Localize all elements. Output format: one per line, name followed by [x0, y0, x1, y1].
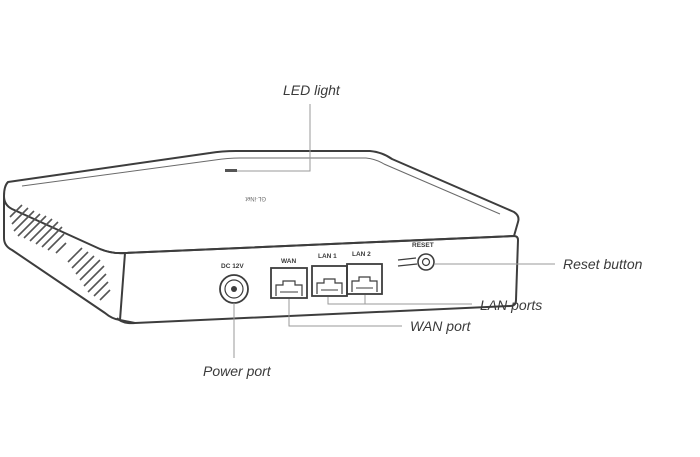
led-light-callout: LED light: [283, 82, 341, 98]
wan-port-callout: WAN port: [410, 318, 472, 334]
reset-button: RESET: [397, 242, 435, 271]
lan1-port: LAN 1: [311, 253, 348, 297]
lan2-label: LAN 2: [352, 251, 371, 258]
lan-ports-callout: LAN ports: [480, 297, 542, 313]
led-indicator: [225, 169, 237, 172]
power-port-callout: Power port: [203, 363, 272, 379]
lan1-label: LAN 1: [318, 253, 337, 260]
leader-lines: [233, 104, 555, 358]
led-leader: [237, 104, 311, 172]
device-logo: GL·iNet: [245, 195, 266, 201]
lan-leader: [327, 295, 472, 305]
power-port: DC 12V: [219, 263, 249, 304]
reset-label: RESET: [412, 242, 434, 249]
router-left-face: [3, 196, 136, 324]
router-front-face: [116, 235, 519, 325]
wan-leader: [288, 299, 402, 327]
reset-button-callout: Reset button: [563, 256, 643, 272]
router-body: GL·iNet: [3, 150, 520, 325]
router-top-surface: [3, 150, 520, 255]
lan2-port: LAN 2: [346, 251, 383, 295]
dc-label: DC 12V: [221, 263, 244, 270]
wan-port: WAN: [270, 258, 308, 299]
wan-label: WAN: [281, 258, 296, 265]
side-vents: [9, 204, 111, 301]
router-top-inner-edge: [21, 157, 501, 215]
